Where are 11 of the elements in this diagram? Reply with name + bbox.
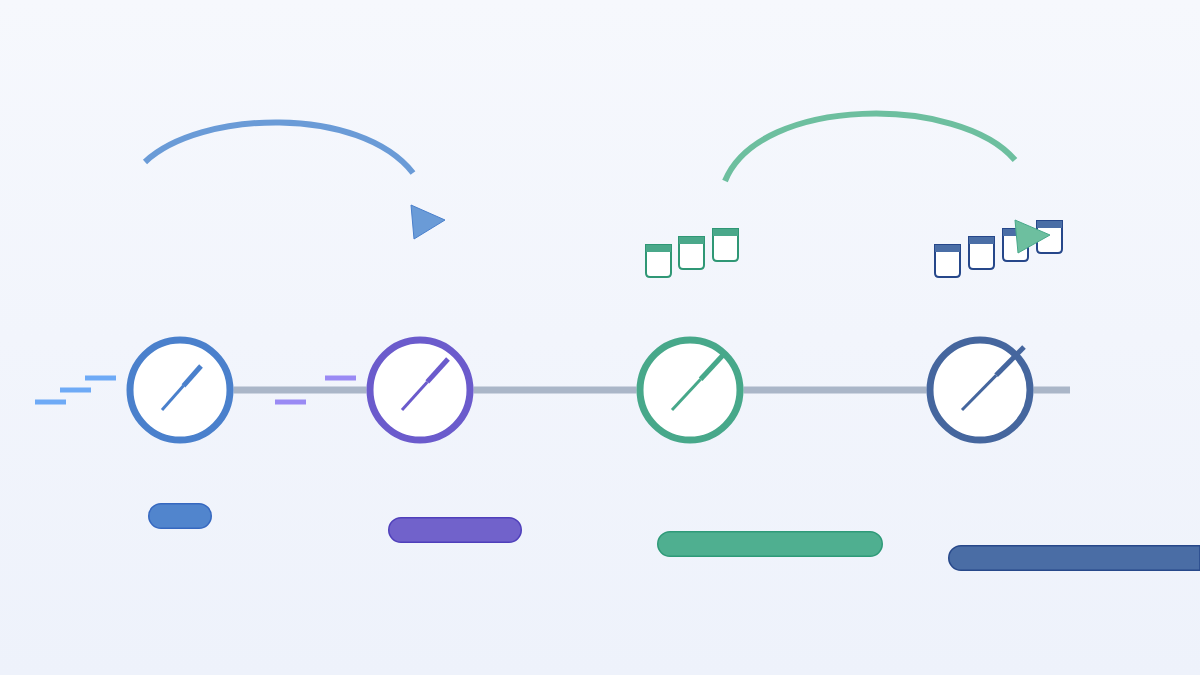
level-bar — [388, 517, 522, 543]
level-bar — [148, 503, 212, 529]
connector-line — [233, 386, 367, 394]
gauge-dial — [636, 336, 744, 444]
gauge-dial — [366, 336, 474, 444]
connector-line — [743, 386, 927, 394]
gauge-dial — [126, 336, 234, 444]
level-bar — [948, 545, 1200, 571]
gauge-dial — [926, 336, 1034, 444]
level-bar — [657, 531, 883, 557]
connector-line — [473, 386, 637, 394]
